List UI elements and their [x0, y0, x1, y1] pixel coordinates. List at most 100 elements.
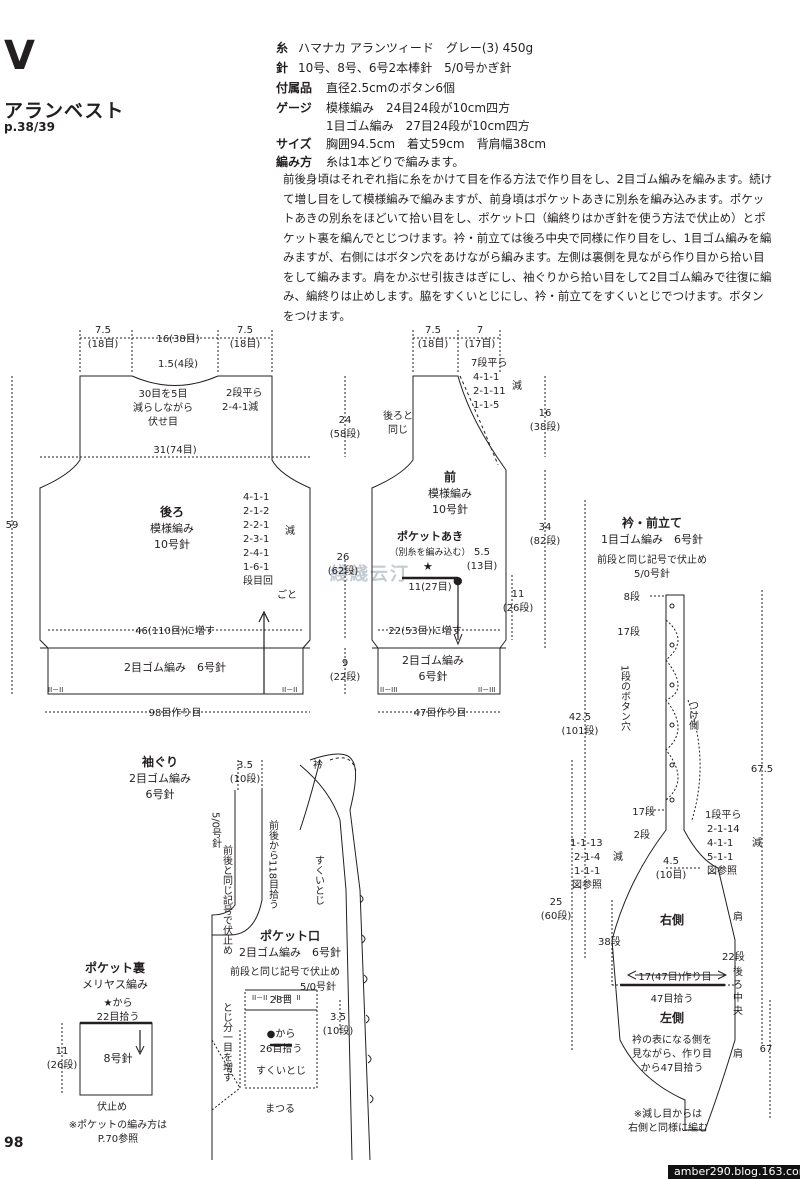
band-left-note-3: から47目拾う	[641, 1061, 704, 1074]
band-footnote-1: ※減し目からは	[634, 1107, 702, 1120]
back-rib-mark-right: II－II	[282, 686, 297, 694]
band-title: 衿・前立て	[622, 515, 682, 530]
band-left-note-2: 見ながら、作り目	[632, 1047, 712, 1060]
watermark: 綫綫云汀	[330, 564, 410, 585]
front-neck-note-1: 7段平ら	[471, 356, 507, 369]
back-top-left: 7.5	[95, 325, 111, 336]
pocket-opening-stitch: 2目ゴム編み 6号針	[239, 945, 341, 959]
front-same-as-back-2: 同じ	[388, 424, 408, 436]
back-outline	[39, 375, 311, 695]
front-top-left: 7.5	[425, 325, 441, 336]
band-shoulder: 肩	[733, 910, 743, 923]
armhole-collar: 衿	[313, 758, 323, 771]
armhole-width-sub: (10段)	[230, 772, 261, 785]
band-rows-17a: 17段	[617, 625, 640, 638]
armhole-hook: 5/0号針	[210, 812, 222, 849]
spec-needle: 針 10号、8号、6号2本棒針 5/0号かぎ針	[276, 58, 512, 78]
spec-notions-value: 直径2.5cmのボタン6個	[326, 81, 456, 95]
pocket-opening-pickup: 26目拾う	[260, 1042, 303, 1055]
band-left-dec-3: 1-1-1	[574, 866, 600, 877]
spec-size-value: 胸囲94.5cm 着丈59cm 背肩幅38cm	[326, 137, 547, 151]
band-stitch: 1目ゴム編み 6号針	[601, 532, 703, 546]
front-pocket-len-sub: (26段)	[503, 601, 534, 614]
band-right-dec-0: 1段平ら	[705, 808, 741, 821]
pocket-opening-seam: すくいとじ	[256, 1065, 306, 1077]
front-length-total: 42.5	[569, 712, 591, 723]
back-dec-3: 2-2-1	[243, 520, 269, 531]
back-increase: 46(110目)に増す	[135, 624, 215, 637]
back-dec-label: 減	[285, 524, 295, 537]
band-outline	[611, 594, 736, 1131]
front-pocket-sub: （別糸を編み込む）	[389, 546, 470, 558]
pocket-opening-from: ●から	[267, 1028, 296, 1040]
band-attach-side: つけ側	[687, 700, 699, 730]
band-right: 右側	[659, 912, 684, 927]
front-pocket-side-sub: (13目)	[467, 561, 498, 572]
assembly-outline	[211, 790, 236, 1160]
band-rows-8: 8段	[624, 590, 640, 603]
spec-method-value: 糸は1本どりで編みます。	[326, 155, 465, 169]
front-pocket-title: ポケットあき	[397, 529, 463, 543]
front-neck-note-3: 2-1-11	[473, 386, 506, 397]
front-pocket-height-sub: (62段)	[328, 564, 359, 577]
back-top-right: 7.5	[237, 325, 253, 336]
pocket-lining-pickup: 22目拾う	[97, 1010, 140, 1023]
front-top-right: 7	[477, 325, 483, 336]
pocket-lining-bind-off: 伏止め	[97, 1100, 127, 1113]
band-rows-22: 22段	[722, 950, 745, 963]
band-left-dec-label: 減	[613, 850, 623, 863]
armhole-stitch: 2目ゴム編み	[129, 771, 191, 785]
band-footnote-2: 右側と同様に編む	[628, 1121, 708, 1134]
blog-credit: amber290.blog.163.com	[668, 1165, 800, 1179]
page-number: 98	[4, 1135, 24, 1151]
front-pocket-side: 5.5	[474, 547, 490, 558]
front-neck-height-sub: (38段)	[530, 420, 561, 433]
back-neck-depth: 1.5(4段)	[158, 357, 198, 370]
front-length-lower-sub: (60段)	[541, 909, 572, 922]
band-right-ref: 図参照	[707, 864, 737, 877]
band-rows-2: 2段	[634, 828, 650, 841]
front-top-left-sub: (18目)	[418, 339, 449, 350]
front-length-lower: 25	[550, 897, 563, 908]
back-top-right-sub: (18目)	[230, 339, 261, 350]
band-left: 左側	[659, 1010, 684, 1025]
front-top-right-sub: (17目)	[465, 339, 496, 350]
back-dec-6: 1-6-1	[243, 562, 269, 573]
front-pocket-width: 11(27目)	[408, 582, 451, 593]
spec-gauge-value-2: 1目ゴム編み 27目24段が10cm四方	[326, 119, 530, 133]
band-right-dec-1: 2-1-14	[707, 824, 740, 835]
pocket-lining-ref-2: P.70参照	[98, 1132, 138, 1145]
band-back-center-1: 後	[733, 965, 743, 978]
band-right-dec-3: 5-1-1	[707, 852, 733, 863]
back-rib-height-sub: (22段)	[330, 670, 361, 683]
band-right-dec-2: 4-1-1	[707, 838, 733, 849]
back-neck-note-2: 減らしながら	[133, 401, 193, 414]
front-pocket-dot: ●	[453, 574, 463, 587]
spec-yarn-label: 糸	[276, 41, 289, 55]
spec-needle-value: 10号、8号、6号2本棒針 5/0号かぎ針	[298, 61, 512, 75]
back-dec-4: 2-3-1	[243, 534, 269, 545]
front-rib-needle: 6号針	[419, 669, 448, 683]
back-neck-note-3: 伏せ目	[148, 415, 178, 428]
back-rib: 2目ゴム編み 6号針	[124, 660, 226, 674]
back-neck-note-1: 30目を5目	[138, 388, 187, 400]
armhole-seam: すくいとじ	[313, 855, 325, 905]
band-left-dec-2: 2-1-4	[574, 852, 600, 863]
band-pickup: 47目拾う	[651, 992, 694, 1005]
spec-needle-label: 針	[276, 61, 289, 75]
back-dec-5: 2-4-1	[243, 548, 269, 559]
pocket-lining-title: ポケット裏	[85, 960, 146, 975]
pattern-letter: V	[4, 33, 35, 79]
band-shoulder-2: 肩	[733, 1047, 743, 1060]
front-pocket-len: 11	[512, 589, 525, 600]
front-rib-mark-right: II－III	[478, 686, 495, 694]
spec-notions: 付属品直径2.5cmのボタン6個	[276, 78, 455, 98]
spec-method-label: 編み方	[276, 155, 313, 169]
band-width: 4.5	[663, 856, 679, 867]
front-cast-on: 47目作り目	[414, 707, 467, 719]
back-width-mid: 31(74目)	[153, 445, 196, 456]
front-neck-dec: 減	[512, 379, 522, 392]
band-left-note-1: 衿の表になる側を	[632, 1033, 712, 1046]
front-stitch: 模様編み	[428, 486, 472, 500]
front-name: 前	[444, 469, 456, 484]
